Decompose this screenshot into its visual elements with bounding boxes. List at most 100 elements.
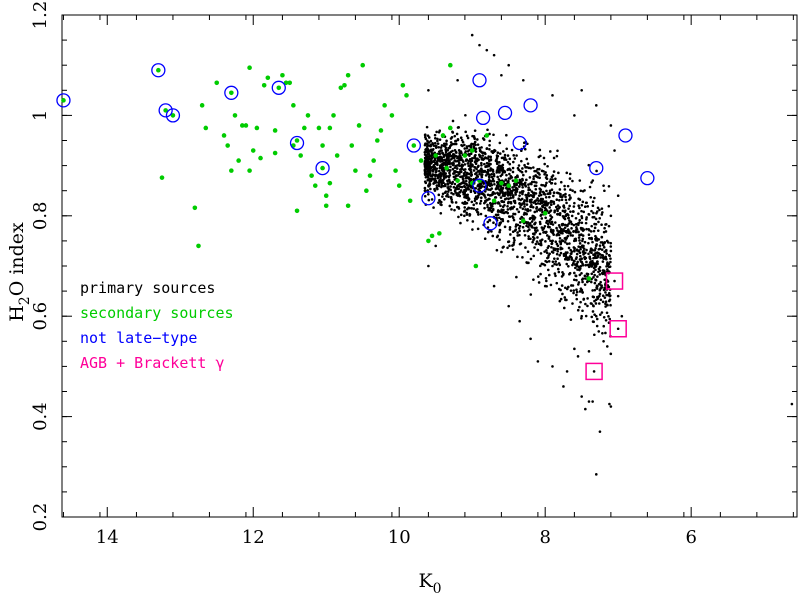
primary-point [580,271,583,275]
primary-point [521,189,525,193]
secondary-point [265,75,271,81]
primary-point [508,228,512,231]
primary-point [441,172,444,176]
primary-point [549,150,552,153]
primary-point [591,200,595,204]
primary-point [607,204,611,208]
primary-point [571,189,574,192]
primary-point [468,157,472,161]
primary-point [451,201,454,204]
agb-marker [585,362,603,381]
primary-point [476,143,480,146]
primary-point [576,308,580,312]
primary-point [499,217,503,221]
primary-point [453,159,457,162]
primary-point [571,263,574,267]
y-tick-label: 0.2 [30,503,51,532]
primary-point [558,226,562,229]
primary-point [526,208,530,211]
primary-point [569,318,573,321]
primary-point [534,169,538,173]
primary-point [432,144,436,147]
primary-point [572,223,576,227]
primary-point [585,227,588,231]
primary-point [583,277,587,280]
primary-point [478,172,481,176]
primary-point [480,161,483,165]
primary-point [525,224,528,228]
primary-point [559,180,563,184]
primary-point [594,268,597,272]
primary-point [558,206,561,209]
primary-point [533,210,537,214]
primary-point [521,207,525,211]
not-late-type-marker [475,110,491,126]
primary-point [527,235,530,238]
primary-point [532,201,535,204]
primary-point [549,200,553,204]
not-late-type-marker [640,170,655,186]
primary-point [503,153,507,157]
primary-point [468,206,471,210]
primary-point [587,252,590,256]
agb-marker [609,320,627,338]
primary-point [516,223,520,227]
primary-point [598,273,602,276]
primary-point [565,370,569,373]
primary-point [506,246,509,250]
primary-point [607,224,611,228]
primary-point [448,204,452,208]
primary-point [532,238,535,242]
primary-point [506,201,510,205]
primary-point [595,317,599,321]
primary-point [424,175,428,179]
primary-point [448,144,452,148]
primary-point [590,264,594,268]
primary-point [594,104,598,107]
not-late-type-marker [497,105,513,121]
primary-point [441,192,445,196]
primary-point [424,165,428,168]
primary-point [555,263,558,266]
primary-point [590,237,593,240]
secondary-point [375,138,380,143]
primary-point [532,177,535,181]
not-late-type-marker [289,135,305,151]
primary-point [564,238,568,241]
primary-point [545,204,549,207]
secondary-point [469,148,475,153]
primary-point [534,230,538,234]
primary-point [545,189,548,193]
primary-point [561,270,564,274]
primary-point [433,187,436,191]
primary-point [601,254,605,257]
primary-point [501,186,505,190]
primary-point [527,237,531,241]
primary-point [544,216,547,220]
primary-point [506,220,510,223]
primary-point [456,78,459,82]
secondary-point [305,113,311,118]
secondary-point [411,143,417,148]
primary-point [539,272,542,276]
primary-point [437,184,441,188]
primary-point [598,294,601,298]
secondary-point [272,150,278,156]
primary-point [558,263,562,267]
primary-point [488,197,491,201]
primary-point [518,233,521,237]
secondary-point [320,165,325,171]
primary-point [551,94,554,97]
primary-point [509,206,512,210]
primary-point [518,202,521,205]
primary-point [585,216,588,219]
primary-point [465,145,469,148]
secondary-point [261,82,267,88]
primary-point [470,164,474,168]
primary-point [476,138,479,141]
primary-point [616,194,620,198]
primary-point [498,222,502,226]
primary-point [536,202,540,205]
primary-point [498,141,502,145]
primary-point [469,171,473,174]
